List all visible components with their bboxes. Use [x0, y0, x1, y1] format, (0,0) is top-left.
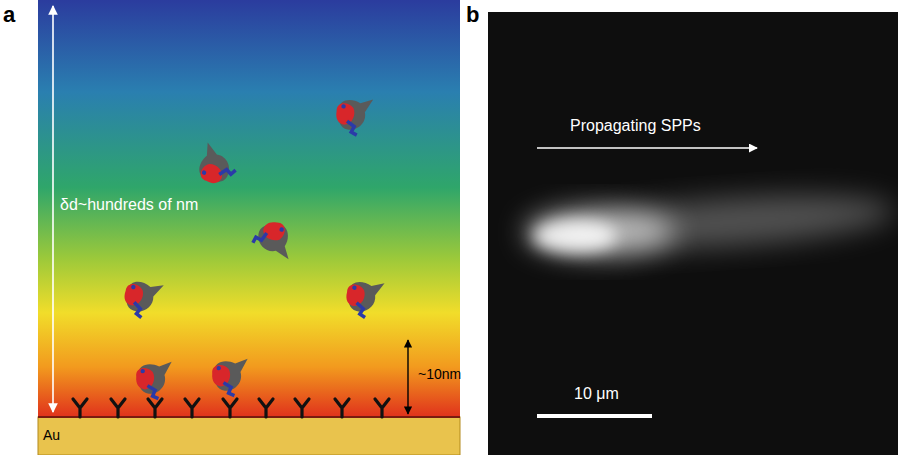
gold-film: Au: [38, 417, 460, 455]
field-gradient: [38, 0, 460, 417]
decay-length-label: δd~hundreds of nm: [60, 196, 198, 214]
scale-label: 10 μm: [574, 385, 619, 403]
propagation-label: Propagating SPPs: [570, 117, 701, 135]
near-field-region: δd~hundreds of nm: [38, 0, 460, 417]
gold-surface: [38, 416, 460, 418]
antibodies: [73, 399, 389, 417]
image-panel: Propagating SPPs 10 μm: [488, 12, 898, 455]
spp-glow: [525, 187, 896, 258]
panel-letter: a: [3, 3, 15, 27]
material-label: Au: [43, 428, 60, 443]
decay-length-arrow: [52, 6, 54, 412]
layer-thickness-arrow: [407, 340, 408, 414]
scale-bar: [537, 414, 652, 418]
gold-layer: [38, 417, 460, 455]
proteins: [119, 93, 385, 399]
thickness-label: ~10nm: [418, 367, 461, 382]
microscope-image: [488, 12, 898, 455]
panel-letter: b: [466, 3, 479, 27]
propagation-arrow: [537, 147, 757, 149]
